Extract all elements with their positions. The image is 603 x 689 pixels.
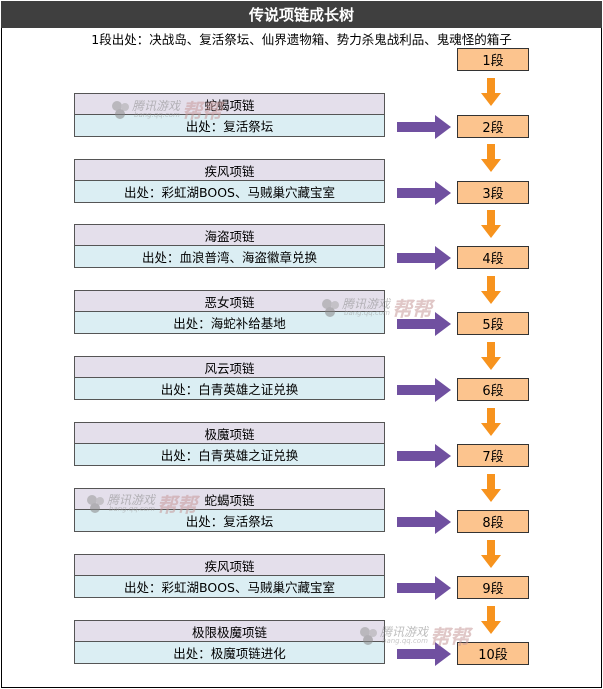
necklace-source: 出处：彩虹湖BOOS、马贼巢穴藏宝室: [74, 576, 385, 598]
necklace-source: 出处：白青英雄之证兑换: [74, 444, 385, 466]
right-arrow-icon: [397, 246, 451, 270]
necklace-source: 出处：复活祭坛: [74, 510, 385, 532]
necklace-source: 出处：血浪普湾、海盗徽章兑换: [74, 246, 385, 268]
page-title: 传说项链成长树: [1, 1, 602, 28]
down-arrow-icon: [481, 276, 501, 304]
down-arrow-icon: [481, 474, 501, 502]
stage-box-3: 3段: [457, 181, 529, 204]
necklace-item-stage-4: 海盗项链 出处：血浪普湾、海盗徽章兑换: [74, 224, 385, 268]
necklace-name: 风云项链: [74, 356, 385, 378]
necklace-item-stage-9: 疾风项链 出处：彩虹湖BOOS、马贼巢穴藏宝室: [74, 554, 385, 598]
necklace-item-stage-3: 疾风项链 出处：彩虹湖BOOS、马贼巢穴藏宝室: [74, 159, 385, 203]
necklace-source: 出处：极魔项链进化: [74, 642, 385, 664]
right-arrow-icon: [397, 510, 451, 534]
necklace-name: 疾风项链: [74, 159, 385, 181]
stage-box-5: 5段: [457, 312, 529, 335]
down-arrow-icon: [481, 540, 501, 568]
right-arrow-icon: [397, 642, 451, 666]
stage-box-6: 6段: [457, 378, 529, 401]
necklace-item-stage-8: 蛇蝎项链 出处：复活祭坛: [74, 488, 385, 532]
necklace-source: 出处：海蛇补给基地: [74, 312, 385, 334]
down-arrow-icon: [481, 144, 501, 172]
down-arrow-icon: [481, 408, 501, 436]
stage-box-7: 7段: [457, 444, 529, 467]
necklace-name: 疾风项链: [74, 554, 385, 576]
necklace-name: 蛇蝎项链: [74, 488, 385, 510]
necklace-name: 恶女项链: [74, 290, 385, 312]
necklace-name: 海盗项链: [74, 224, 385, 246]
right-arrow-icon: [397, 576, 451, 600]
necklace-item-stage-10: 极限极魔项链 出处：极魔项链进化: [74, 620, 385, 664]
necklace-name: 极限极魔项链: [74, 620, 385, 642]
necklace-item-stage-6: 风云项链 出处：白青英雄之证兑换: [74, 356, 385, 400]
stage-box-4: 4段: [457, 246, 529, 269]
right-arrow-icon: [397, 181, 451, 205]
necklace-name: 蛇蝎项链: [74, 93, 385, 115]
stage-box-10: 10段: [457, 642, 529, 665]
down-arrow-icon: [481, 78, 501, 106]
right-arrow-icon: [397, 115, 451, 139]
down-arrow-icon: [481, 606, 501, 634]
stage-1-source-note: 1段出处：决战岛、复活祭坛、仙界遗物箱、势力杀鬼战利品、鬼魂怪的箱子: [91, 31, 512, 47]
necklace-item-stage-2: 蛇蝎项链 出处：复活祭坛: [74, 93, 385, 137]
right-arrow-icon: [397, 444, 451, 468]
necklace-name: 极魔项链: [74, 422, 385, 444]
stage-box-8: 8段: [457, 510, 529, 533]
stage-box-1: 1段: [457, 48, 529, 71]
stage-box-2: 2段: [457, 115, 529, 138]
down-arrow-icon: [481, 342, 501, 370]
stage-box-9: 9段: [457, 576, 529, 599]
down-arrow-icon: [481, 210, 501, 238]
necklace-source: 出处：复活祭坛: [74, 115, 385, 137]
necklace-source: 出处：白青英雄之证兑换: [74, 378, 385, 400]
right-arrow-icon: [397, 378, 451, 402]
right-arrow-icon: [397, 312, 451, 336]
necklace-source: 出处：彩虹湖BOOS、马贼巢穴藏宝室: [74, 181, 385, 203]
necklace-item-stage-5: 恶女项链 出处：海蛇补给基地: [74, 290, 385, 334]
necklace-item-stage-7: 极魔项链 出处：白青英雄之证兑换: [74, 422, 385, 466]
